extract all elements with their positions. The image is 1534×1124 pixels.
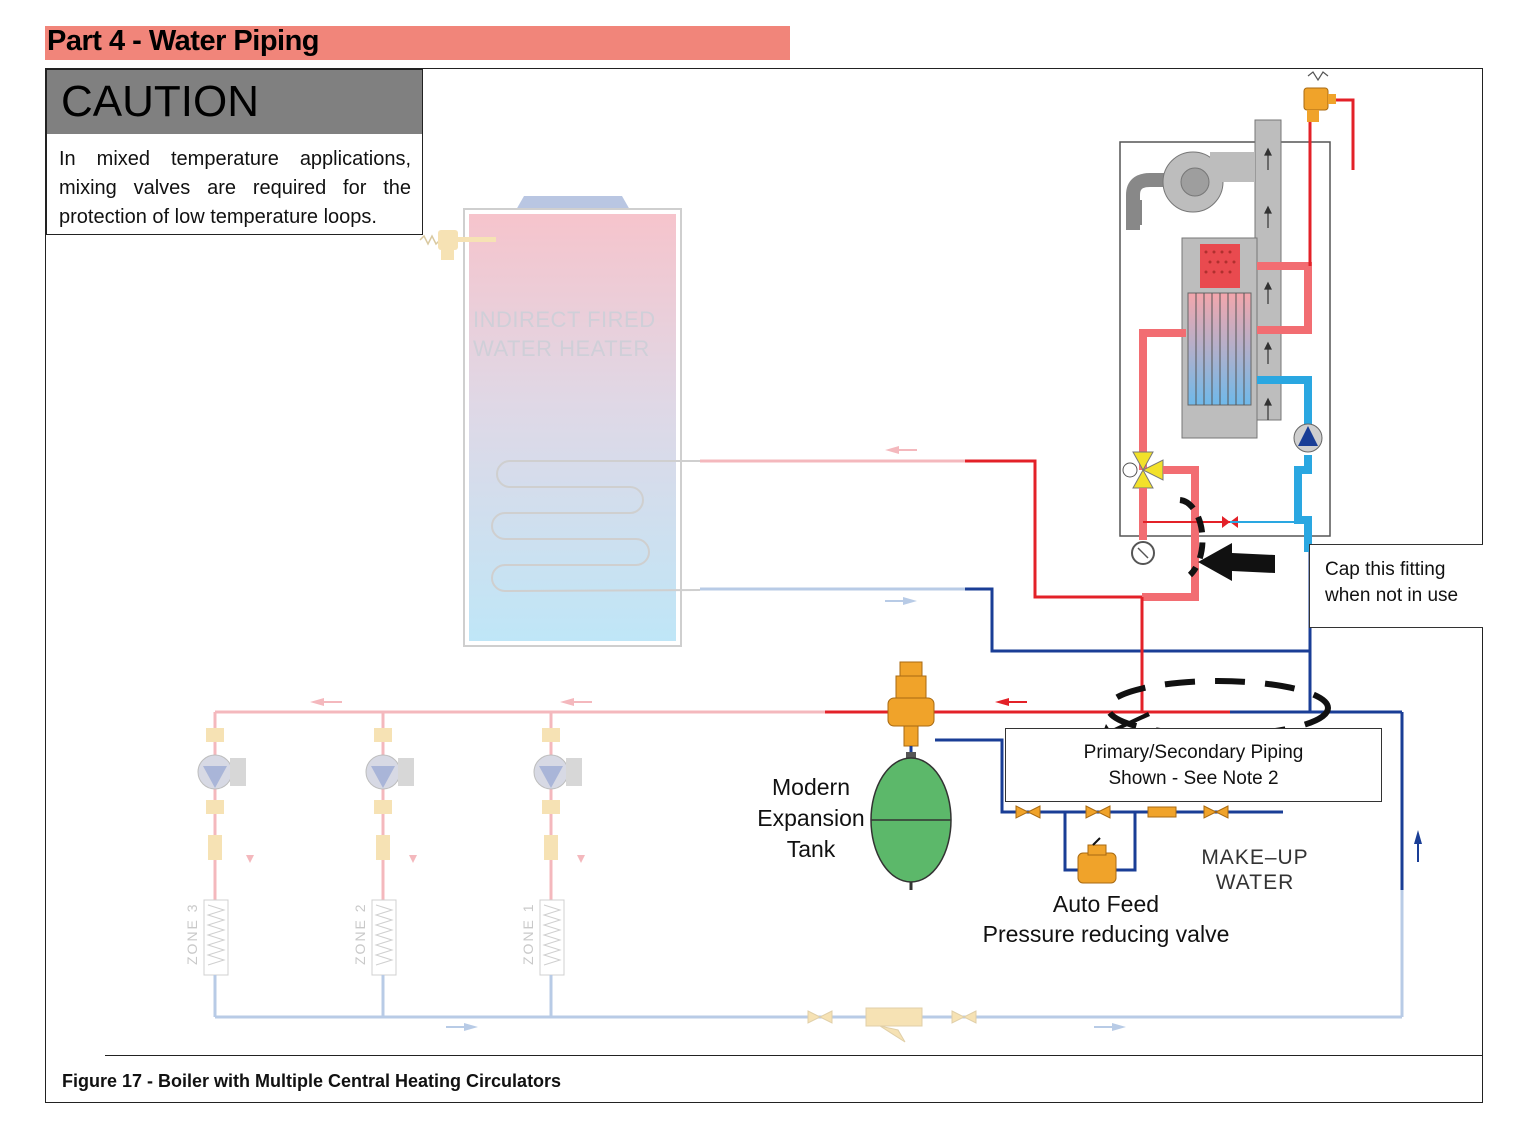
caption-divider bbox=[105, 1055, 1483, 1056]
auto-feed-label: Auto Feed Pressure reducing valve bbox=[960, 889, 1252, 949]
expansion-tank-label-line2: Expansion bbox=[757, 805, 865, 831]
auto-feed-label-line2: Pressure reducing valve bbox=[982, 921, 1230, 947]
water-heater-label-line2: WATER HEATER bbox=[473, 336, 650, 361]
water-heater-label-line1: INDIRECT FIRED bbox=[473, 307, 656, 332]
expansion-tank-label-line3: Tank bbox=[786, 836, 836, 862]
caution-header: CAUTION bbox=[47, 70, 422, 134]
auto-feed-label-line1: Auto Feed bbox=[1052, 891, 1160, 917]
caution-heading: CAUTION bbox=[61, 77, 259, 126]
caution-text: In mixed temperature applications, mixin… bbox=[59, 148, 411, 228]
water-heater-label: INDIRECT FIRED WATER HEATER bbox=[473, 305, 673, 363]
cap-fitting-callout: Cap this fitting when not in use bbox=[1309, 544, 1483, 628]
zone-2-branch bbox=[365, 712, 417, 1017]
zone-1-label: ZONE 1 bbox=[520, 902, 536, 965]
zone-circulators bbox=[197, 712, 977, 1043]
cap-fitting-line1: Cap this fitting bbox=[1325, 559, 1446, 580]
zone-2-label: ZONE 2 bbox=[352, 902, 368, 965]
expansion-tank-label: Modern Expansion Tank bbox=[745, 772, 877, 865]
section-title: Part 4 - Water Piping bbox=[47, 25, 320, 57]
boiler bbox=[1119, 71, 1355, 601]
makeup-water-label: MAKE–UP WATER bbox=[1190, 845, 1320, 895]
primary-secondary-text: Primary/Secondary Piping Shown - See Not… bbox=[1083, 742, 1304, 789]
cap-fitting-text: Cap this fitting when not in use bbox=[1325, 557, 1458, 609]
cap-fitting-line2: when not in use bbox=[1325, 585, 1459, 606]
zone-3-branch bbox=[197, 712, 254, 1017]
makeup-water-label-line2: WATER bbox=[1215, 871, 1295, 894]
indirect-water-heater bbox=[419, 196, 701, 647]
primary-loop-piping bbox=[215, 552, 1422, 1031]
expansion-tank-label-line1: Modern bbox=[772, 774, 850, 800]
figure-caption: Figure 17 - Boiler with Multiple Central… bbox=[62, 1071, 562, 1091]
zone-3-label: ZONE 3 bbox=[184, 902, 200, 965]
makeup-water-label-line1: MAKE–UP bbox=[1201, 846, 1309, 869]
section-header-bar bbox=[45, 26, 790, 60]
dhw-piping bbox=[700, 446, 1310, 653]
zone-1-branch bbox=[533, 712, 585, 1017]
caution-box: CAUTION In mixed temperature application… bbox=[46, 69, 423, 235]
primary-secondary-callout: Primary/Secondary Piping Shown - See Not… bbox=[1005, 728, 1382, 802]
